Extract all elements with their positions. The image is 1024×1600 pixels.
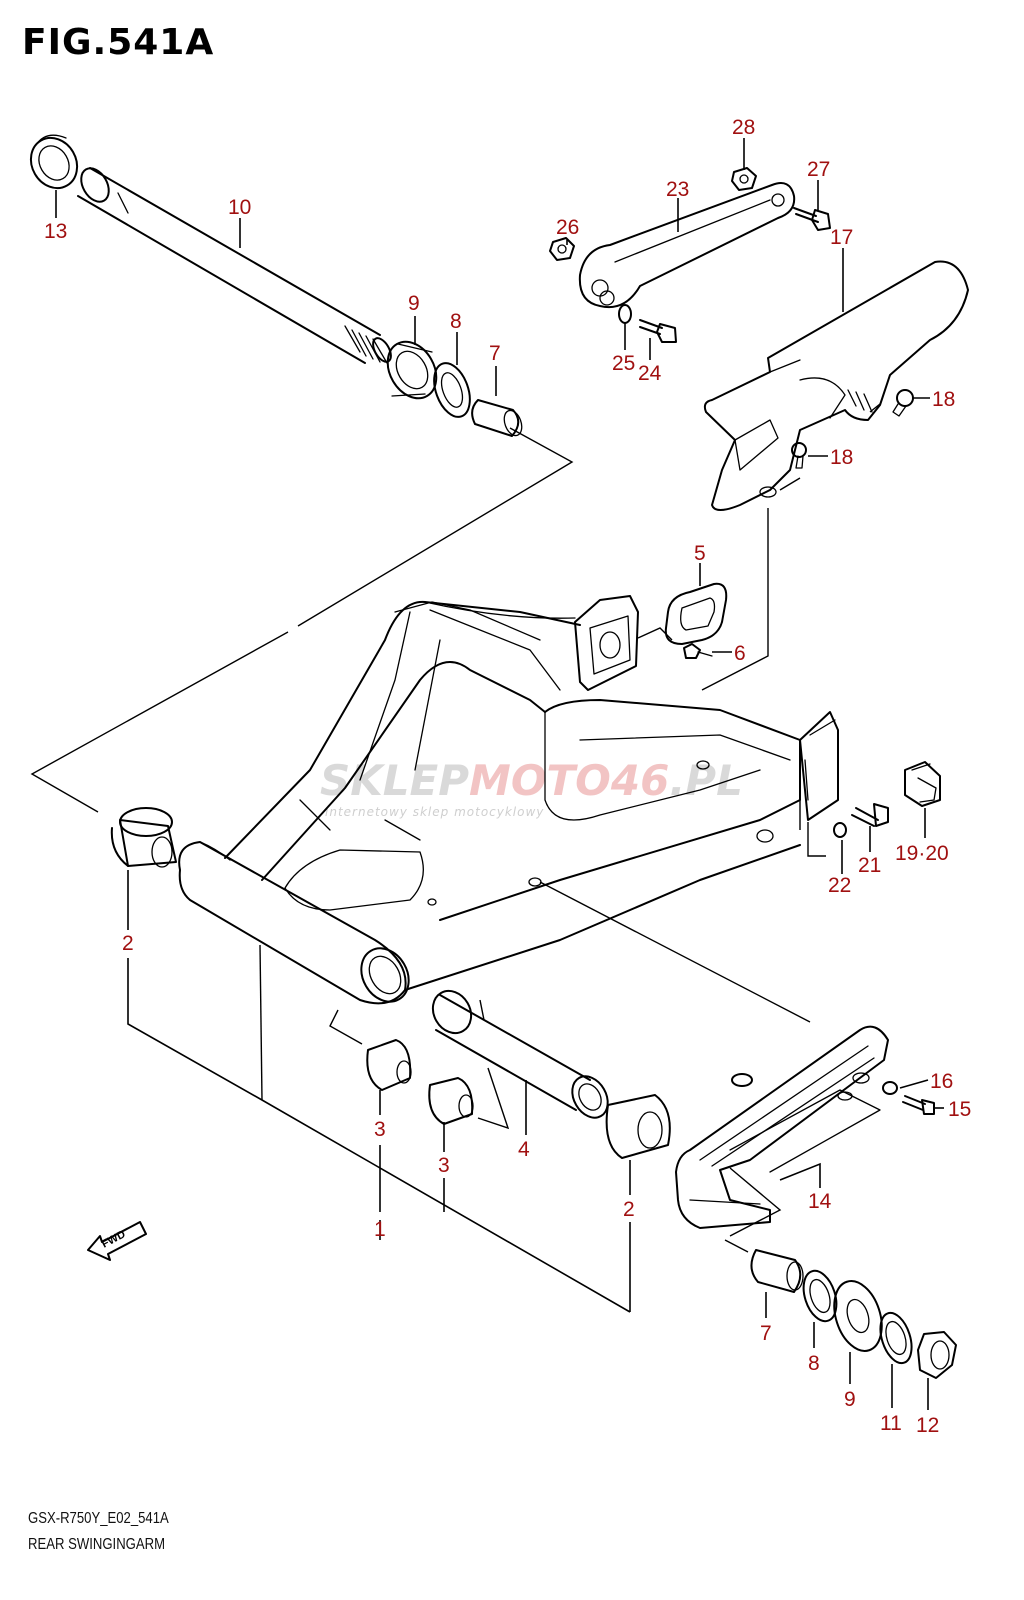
part-17-chain-guard — [703, 260, 969, 511]
part-16-nut — [882, 1081, 898, 1095]
part-18-screw-a — [892, 389, 914, 417]
callout-leaders — [55, 138, 944, 1410]
part-2-bushing-right — [605, 1094, 671, 1159]
footer: GSX-R750Y_E02_541A REAR SWINGINGARM — [28, 1506, 169, 1558]
callout-12: 12 — [916, 1414, 939, 1437]
callout-2-left: 2 — [122, 932, 134, 955]
callout-8-top: 8 — [450, 310, 462, 333]
part-27-bolt — [793, 207, 831, 231]
part-10-pivot-shaft — [77, 167, 392, 364]
callout-17: 17 — [830, 226, 853, 249]
fwd-label: FWD — [100, 1228, 128, 1250]
callout-11: 11 — [880, 1412, 902, 1435]
part-7-spacer-bottom — [750, 1249, 804, 1293]
callout-1: 1 — [374, 1218, 386, 1241]
callout-3-a: 3 — [374, 1118, 386, 1141]
part-4-collar — [431, 989, 609, 1119]
figure-title: FIG.541A — [22, 22, 215, 63]
diagram-name: REAR SWINGINGARM — [28, 1536, 166, 1553]
watermark: SKLEPMOTO46.PL internetowy sklep motocyk… — [320, 756, 743, 819]
callout-24: 24 — [638, 362, 662, 385]
callout-21: 21 — [858, 854, 881, 877]
callout-2-right: 2 — [623, 1198, 635, 1221]
callout-14: 14 — [808, 1190, 832, 1213]
callout-13: 13 — [44, 220, 67, 243]
part-8-washer-bottom — [802, 1269, 838, 1323]
callout-6: 6 — [734, 642, 746, 665]
part-1-swingarm — [178, 595, 839, 1005]
part-12-nut — [917, 1331, 957, 1379]
callout-7-top: 7 — [489, 342, 501, 365]
callout-4: 4 — [518, 1138, 530, 1161]
part-2-bushing-left — [110, 807, 177, 868]
callout-9-bottom: 9 — [844, 1388, 856, 1411]
callout-7-bottom: 7 — [760, 1322, 772, 1345]
callout-22: 22 — [828, 874, 851, 897]
part-9-bearing-bottom — [833, 1280, 883, 1352]
part-14-chain-slider — [675, 1025, 889, 1229]
part-8-washer-top — [433, 362, 471, 418]
callout-28: 28 — [732, 116, 755, 139]
alignment-lines — [30, 403, 881, 1253]
part-24-bolt — [639, 319, 677, 343]
watermark-brand-d: .PL — [669, 756, 743, 805]
callout-27: 27 — [807, 158, 830, 181]
part-5-plate — [664, 582, 728, 645]
part-7-spacer-top — [471, 399, 523, 437]
callout-16: 16 — [930, 1070, 953, 1093]
callout-labels: 13 10 9 8 7 26 23 28 27 25 24 17 18 18 5… — [44, 116, 971, 1437]
part-26-nut — [549, 237, 575, 261]
callout-8-bottom: 8 — [808, 1352, 820, 1375]
part-11-washer — [879, 1311, 913, 1365]
part-3-bushing-a — [366, 1039, 412, 1091]
diagram-code: GSX-R750Y_E02_541A — [28, 1510, 169, 1527]
watermark-brand-a: SKLEP — [320, 756, 469, 805]
callout-19-20: 19·20 — [895, 842, 949, 865]
callout-23: 23 — [666, 178, 689, 201]
callout-3-b: 3 — [438, 1154, 450, 1177]
part-13-seal — [29, 134, 79, 190]
part-22-washer — [833, 822, 847, 838]
callout-10: 10 — [228, 196, 251, 219]
fwd-arrow-icon: FWD — [87, 1221, 147, 1261]
part-15-bolt — [902, 1095, 935, 1115]
watermark-tagline: internetowy sklep motocyklowy — [325, 805, 544, 819]
part-19-20-adjuster — [904, 761, 941, 807]
callout-18-b: 18 — [830, 446, 853, 469]
watermark-brand-b: MOTO — [469, 756, 611, 805]
part-3-bushing-b — [428, 1077, 474, 1125]
watermark-brand-c: 46 — [610, 756, 669, 805]
callout-5: 5 — [694, 542, 706, 565]
callout-9-top: 9 — [408, 292, 420, 315]
callout-15: 15 — [948, 1098, 971, 1121]
part-25-washer — [618, 304, 632, 324]
part-23-arm — [578, 182, 796, 308]
part-28-nut — [731, 167, 757, 191]
callout-26: 26 — [556, 216, 579, 239]
callout-18-a: 18 — [932, 388, 955, 411]
part-21-bolt — [851, 803, 889, 827]
callout-25: 25 — [612, 352, 635, 375]
part-9-bearing-top — [386, 340, 438, 400]
svg-text:SKLEPMOTO46.PL: SKLEPMOTO46.PL — [320, 756, 743, 805]
part-18-screw-b — [791, 442, 807, 469]
part-6-screw — [683, 643, 713, 659]
